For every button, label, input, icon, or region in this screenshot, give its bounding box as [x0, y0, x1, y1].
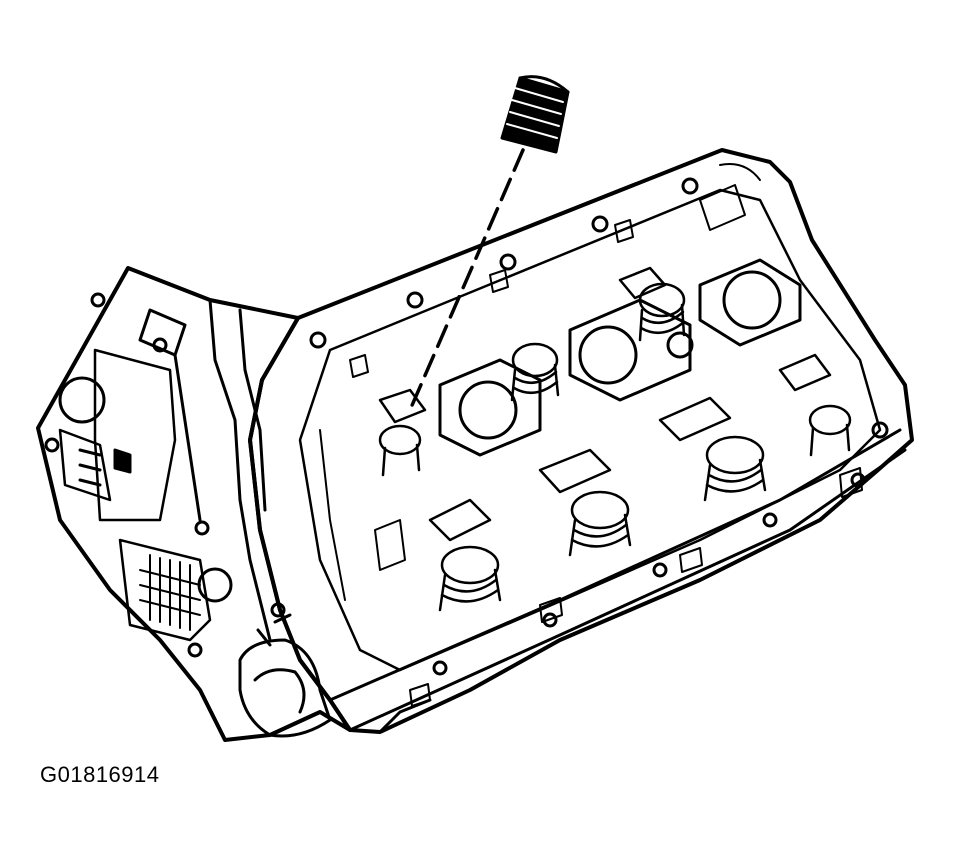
- figure-id-label: G01816914: [40, 762, 160, 787]
- installation-guide-line: [408, 148, 525, 412]
- cylinder-head-icon: [36, 148, 914, 742]
- valve-spring-icon: [500, 75, 570, 154]
